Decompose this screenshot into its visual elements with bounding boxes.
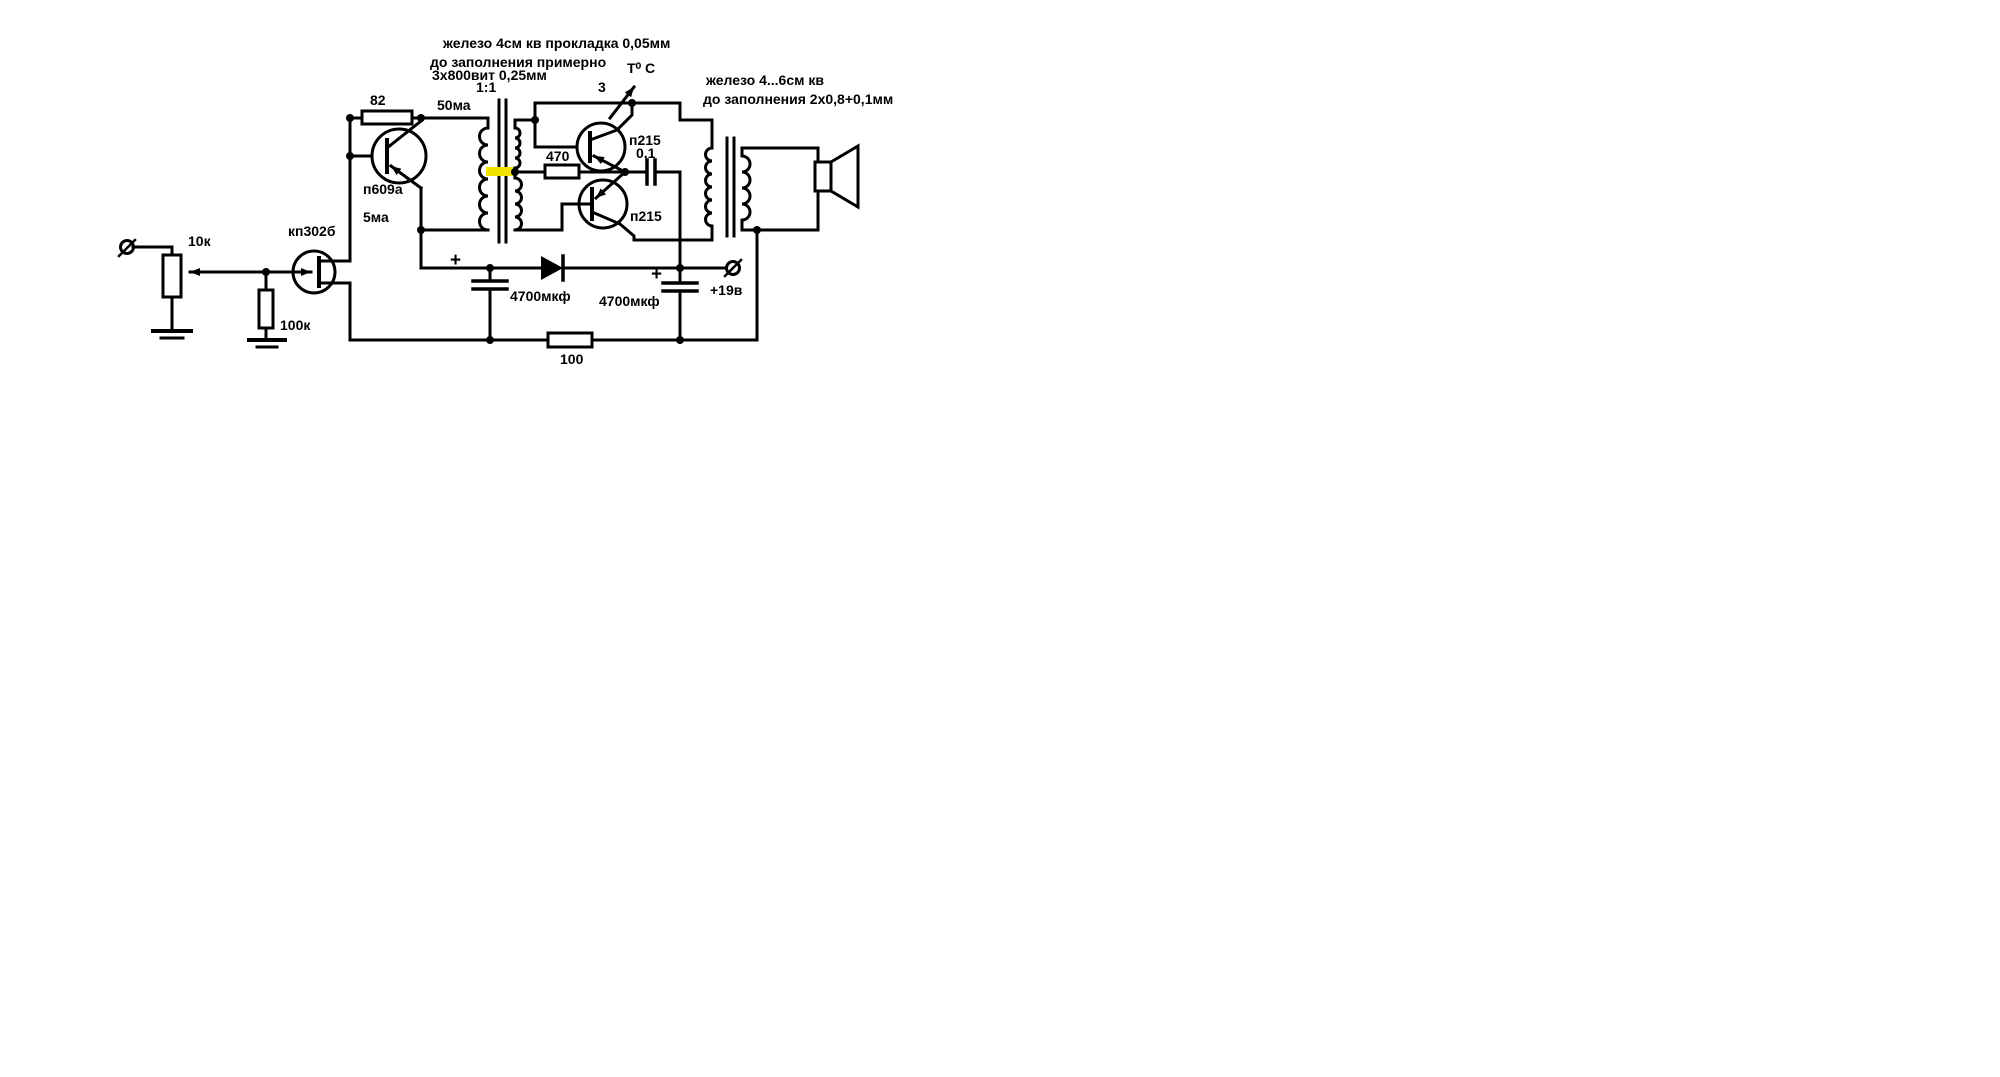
filter-cap2-plates — [661, 281, 699, 293]
wire-input-to-pot — [131, 245, 174, 257]
junction-dot — [417, 114, 425, 122]
wire-secondary-top-tap — [513, 118, 537, 130]
driver-emitter-arrow — [388, 163, 424, 191]
feedback-resistor-body — [546, 331, 594, 349]
diode-triangle — [541, 256, 563, 280]
junction-dot — [346, 114, 354, 122]
label-supply-19v: +19в — [710, 282, 743, 298]
label-resistor-82: 82 — [370, 92, 386, 108]
filter-cap1-plates — [471, 279, 509, 291]
gate-resistor-body — [257, 288, 275, 330]
wire-rail-to-primary-top — [678, 101, 714, 150]
upper-emitter-arrow — [591, 153, 628, 175]
power-supply — [471, 254, 743, 342]
wire-lower-base — [513, 202, 594, 232]
junction-dot — [486, 336, 494, 344]
interstage-primary-winding — [478, 126, 490, 232]
label-cap-4700-2: 4700мкф — [599, 293, 660, 309]
junction-dot — [753, 226, 761, 234]
label-pot-10k: 10к — [188, 233, 212, 249]
bias-resistor-body — [543, 163, 581, 180]
junction-dot — [628, 99, 636, 107]
junction-dot — [621, 168, 629, 176]
interstage-core-marker — [486, 167, 516, 176]
label-current-5ma: 5ма — [363, 209, 389, 225]
junction-dots — [262, 99, 761, 344]
label-plus-cap1: + — [450, 250, 461, 271]
label-current-50ma: 50ма — [437, 97, 471, 113]
label-resistor-100k: 100к — [280, 317, 311, 333]
output-primary-winding — [704, 146, 714, 228]
label-cap-4700-1: 4700мкф — [510, 288, 571, 304]
note-output-winding: до заполнения 2х0,8+0,1мм — [703, 91, 893, 107]
junction-dot — [531, 116, 539, 124]
junction-dot — [417, 226, 425, 234]
note-turns-ratio: 1:1 — [476, 79, 496, 95]
feedback-network — [348, 331, 759, 349]
driver-load-resistor-body — [360, 109, 414, 126]
speaker-magnet — [813, 160, 833, 193]
label-resistor-100: 100 — [560, 351, 584, 367]
junction-dot — [346, 152, 354, 160]
lower-emitter-arrow — [593, 169, 628, 201]
note-interstage-fill: до заполнения примерно — [430, 54, 606, 70]
junction-dot — [676, 336, 684, 344]
volume-pot-body — [161, 253, 183, 299]
labels: железо 4см кв прокладка 0,05мм до заполн… — [188, 35, 893, 367]
output-secondary-winding — [740, 154, 752, 222]
label-kp302b: кп302б — [288, 223, 336, 239]
lower-collector-lead — [590, 210, 714, 242]
note-temperature: Т⁰ С — [627, 60, 655, 76]
label-p609a: п609а — [363, 181, 403, 197]
upper-collector-lead — [588, 101, 634, 142]
label-plus-cap2: + — [651, 264, 662, 285]
thermistor-symbol — [607, 84, 637, 121]
note-output-core: железо 4...6см кв — [705, 72, 824, 88]
speaker — [813, 143, 860, 210]
label-thermistor: 3 — [598, 79, 606, 95]
speaker-cone — [829, 143, 860, 210]
label-p215-lower: п215 — [630, 208, 662, 224]
fet-drain-source-leads — [317, 259, 352, 285]
interstage-transformer — [478, 98, 537, 244]
junction-dot — [511, 168, 519, 176]
note-interstage-winding: 3х800вит 0,25мм — [432, 67, 547, 83]
fet-kp302b — [291, 249, 352, 295]
wire-secondary-to-speaker-top — [740, 146, 820, 164]
input-jack-slash — [117, 238, 137, 258]
junction-dot — [486, 264, 494, 272]
label-p215-upper: п215 — [629, 132, 661, 148]
junction-dot — [676, 264, 684, 272]
supply-terminal-slash — [723, 258, 743, 278]
input-section — [117, 238, 298, 349]
interstage-secondary-lower-winding — [513, 176, 523, 232]
junction-dot — [262, 268, 270, 276]
wire-emitter-to-supply — [419, 186, 543, 270]
output-core-lines — [725, 136, 736, 238]
label-cap-01: 0,1 — [636, 145, 656, 161]
interstage-secondary-upper-winding — [513, 126, 522, 170]
label-resistor-470: 470 — [546, 148, 570, 164]
note-interstage-core: железо 4см кв прокладка 0,05мм — [442, 35, 670, 51]
